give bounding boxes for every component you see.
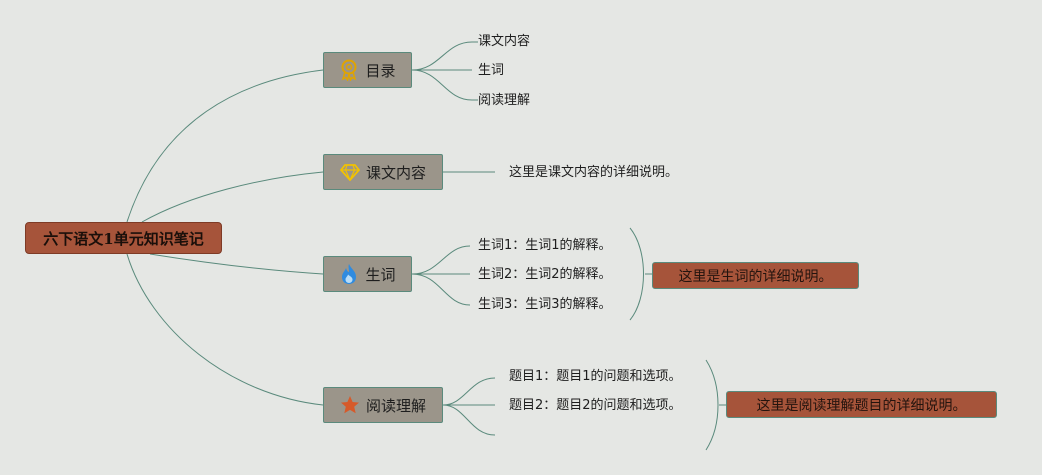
root-topic-label: 六下语文1单元知识笔记 bbox=[43, 229, 204, 248]
star-icon bbox=[340, 394, 360, 416]
summary-bracket-reading bbox=[705, 359, 719, 451]
toc-item-new-words[interactable]: 生词 bbox=[478, 63, 505, 78]
flame-icon bbox=[339, 263, 359, 285]
root-topic[interactable]: 六下语文1单元知识笔记 bbox=[25, 222, 222, 254]
connector-toc-3 bbox=[411, 69, 478, 101]
summary-new-words[interactable]: 这里是生词的详细说明。 bbox=[652, 262, 859, 289]
connector-root-text bbox=[141, 171, 324, 223]
text-content-detail[interactable]: 这里是课文内容的详细说明。 bbox=[509, 165, 679, 180]
connector-words-1 bbox=[411, 245, 471, 275]
branch-text-content-label: 课文内容 bbox=[365, 163, 426, 182]
connector-root-reading bbox=[126, 253, 324, 406]
connector-reading-1 bbox=[442, 377, 496, 406]
new-word-item[interactable]: 生词3：生词3的解释。 bbox=[478, 297, 612, 312]
new-word-item[interactable]: 生词2：生词2的解释。 bbox=[478, 267, 612, 282]
branch-reading-label: 阅读理解 bbox=[365, 396, 426, 415]
branch-new-words[interactable]: 生词 bbox=[323, 256, 412, 292]
branch-text-content[interactable]: 课文内容 bbox=[323, 154, 443, 190]
reading-question-item[interactable]: 题目2：题目2的问题和选项。 bbox=[509, 398, 682, 413]
summary-bracket-words bbox=[629, 227, 644, 321]
award-ribbon-icon bbox=[339, 59, 359, 81]
summary-reading[interactable]: 这里是阅读理解题目的详细说明。 bbox=[726, 391, 997, 418]
reading-question-item[interactable]: 题目1：题目1的问题和选项。 bbox=[509, 369, 682, 384]
connector-reading-3 bbox=[442, 404, 496, 436]
branch-reading[interactable]: 阅读理解 bbox=[323, 387, 443, 423]
branch-new-words-label: 生词 bbox=[365, 265, 396, 284]
branch-toc-label: 目录 bbox=[365, 61, 396, 80]
diamond-icon bbox=[340, 161, 360, 183]
summary-reading-label: 这里是阅读理解题目的详细说明。 bbox=[756, 397, 967, 414]
new-word-item[interactable]: 生词1：生词1的解释。 bbox=[478, 238, 612, 253]
summary-new-words-label: 这里是生词的详细说明。 bbox=[678, 268, 833, 285]
branch-toc[interactable]: 目录 bbox=[323, 52, 412, 88]
toc-item-reading[interactable]: 阅读理解 bbox=[478, 93, 531, 108]
toc-item-text-content[interactable]: 课文内容 bbox=[478, 34, 531, 49]
connector-root-words bbox=[149, 253, 324, 275]
connector-root-toc bbox=[126, 69, 324, 223]
connector-words-3 bbox=[411, 273, 471, 306]
connector-toc-1 bbox=[411, 41, 478, 71]
